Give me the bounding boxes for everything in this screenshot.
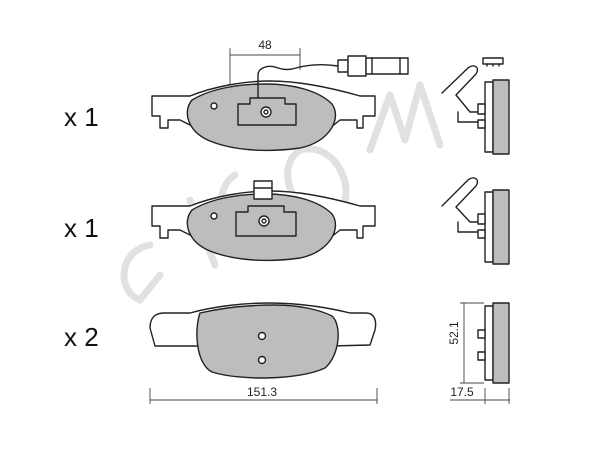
quantity-label-1: x 1: [64, 102, 99, 132]
pad-with-sensor: 48: [151, 38, 409, 152]
side-view-clip: [441, 177, 510, 265]
dimension-thickness: 17.5: [450, 385, 510, 404]
side-view-sensor: [441, 57, 510, 155]
dimension-length: 151.3: [149, 385, 378, 404]
side-view-plain: [477, 302, 510, 384]
dim-pad-height: 52.1: [447, 321, 461, 345]
dim-pad-length: 151.3: [247, 385, 277, 399]
pad-with-clip: [151, 180, 376, 262]
dimension-height: 52.1: [447, 302, 484, 384]
dim-sensor-offset: 48: [258, 38, 272, 52]
quantity-label-3: x 2: [64, 322, 99, 352]
quantity-label-2: x 1: [64, 213, 99, 243]
dim-pad-thickness: 17.5: [450, 385, 474, 399]
pad-plain: [149, 302, 377, 379]
